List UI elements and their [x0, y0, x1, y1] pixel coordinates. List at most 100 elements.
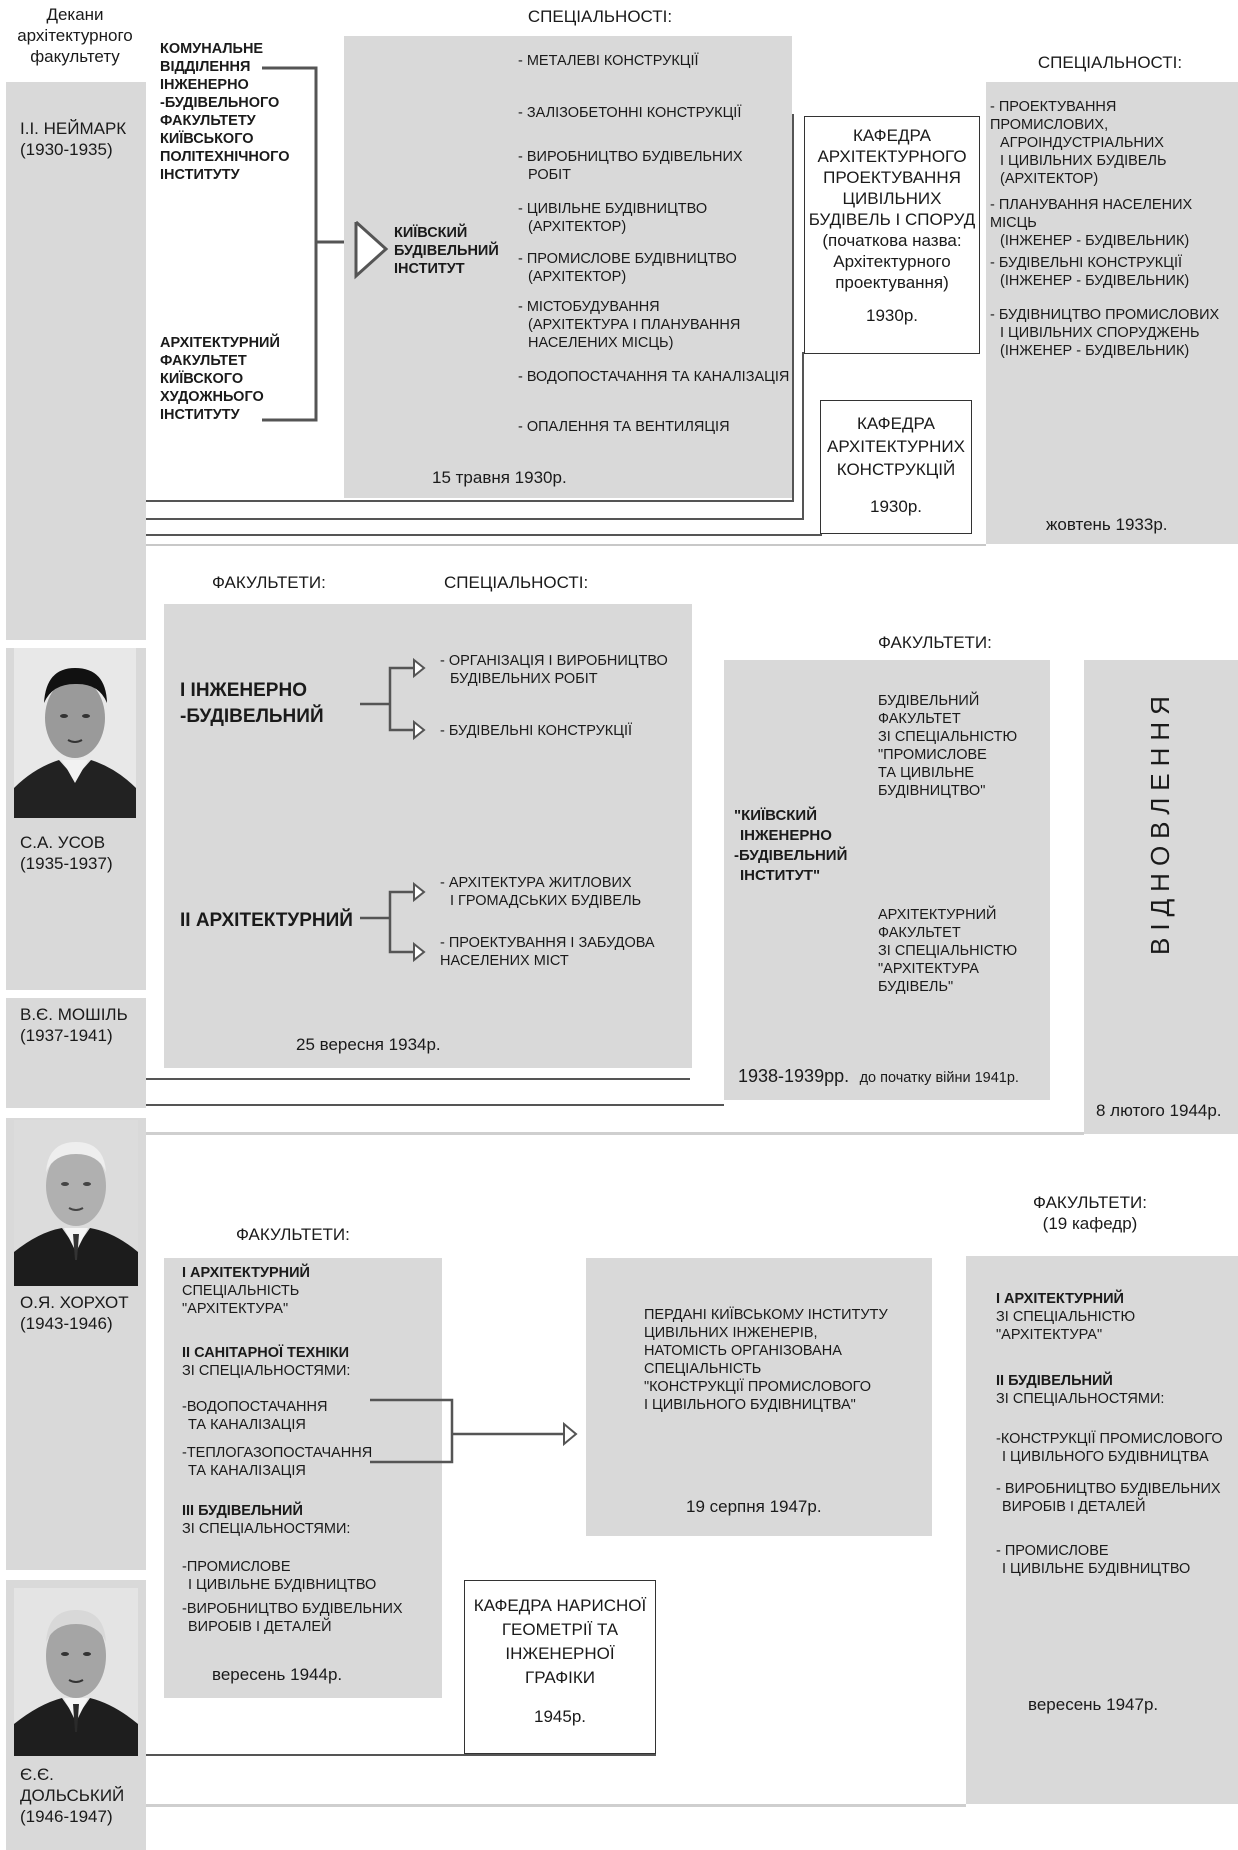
transfer-text: ПЕРДАНІ КИЇВСЬКОМУ ІНСТИТУТУ ЦИВІЛЬНИХ І… — [644, 1306, 924, 1414]
portrait-usov — [14, 648, 136, 818]
specialty-line: І ЦИВІЛЬНИХ БУДІВЕЛЬ — [1000, 153, 1167, 169]
faculty-line: ТА ЦИВІЛЬНЕ — [878, 765, 975, 781]
section-divider — [146, 1132, 1084, 1135]
faculty-line: "АРХІТЕКТУРА" — [182, 1301, 289, 1317]
kafedra-line: БУДІВЕЛЬ І СПОРУД — [808, 210, 976, 229]
specialties-title-1933: СПЕЦІАЛЬНОСТІ: — [1037, 53, 1183, 72]
specialty-line: І ГРОМАДСЬКИХ БУДІВЕЛЬ — [450, 893, 642, 909]
faculty-line: БУДІВЕЛЬНИЙ — [878, 693, 980, 709]
dean-name: Є.Є. — [20, 1765, 54, 1784]
section-divider — [146, 544, 986, 546]
specialty-line: (АРХІТЕКТОР) — [528, 219, 627, 235]
timeline-line — [146, 1104, 724, 1106]
dean-panel-1 — [6, 82, 146, 640]
faculty-line: ВИРОБІВ І ДЕТАЛЕЙ — [1002, 1499, 1146, 1515]
kafedra-line: КАФЕДРА НАРИСНОЇ — [473, 1596, 647, 1615]
timeline-line — [146, 1078, 690, 1080]
faculty-block: -ВИРОБНИЦТВО БУДІВЕЛЬНИХ ВИРОБІВ І ДЕТАЛ… — [182, 1600, 442, 1636]
dean-name-moshil: В.Є. МОШІЛЬ (1937-1941) — [20, 1004, 128, 1046]
kafedra-line: ГЕОМЕТРІЇ ТА — [501, 1620, 619, 1639]
faculty-line: ЗІ СПЕЦІАЛЬНІСТЮ — [996, 1309, 1136, 1325]
specialty-line: (ІНЖЕНЕР - БУДІВЕЛЬНИК) — [1000, 233, 1190, 249]
specialty-line: БУДІВЕЛЬНИХ РОБІТ — [450, 671, 598, 687]
dean-name-khorkhot: О.Я. ХОРХОТ (1943-1946) — [20, 1292, 129, 1334]
faculty-line: -ВИРОБНИЦТВО БУДІВЕЛЬНИХ — [182, 1601, 403, 1617]
faculty-line: ЗІ СПЕЦІАЛЬНІСТЮ — [878, 943, 1018, 959]
transfer-line: СПЕЦІАЛЬНІСТЬ — [644, 1361, 762, 1377]
faculties-title-1934: ФАКУЛЬТЕТИ: — [212, 573, 326, 592]
dean-name: В.Є. МОШІЛЬ — [20, 1005, 128, 1024]
dean-name: ДОЛЬСЬКИЙ — [20, 1786, 125, 1805]
faculty-name: І АРХІТЕКТУРНИЙ — [182, 1265, 310, 1281]
specialty-item: - БУДІВЕЛЬНІ КОНСТРУКЦІЇ (ІНЖЕНЕР - БУДІ… — [990, 254, 1238, 306]
faculty-line: І ІНЖЕНЕРНО — [180, 680, 307, 701]
institute-line: -БУДІВЕЛЬНИЙ — [734, 847, 848, 864]
deans-header-line: факультету — [30, 47, 120, 66]
arch-faculty-1938: АРХІТЕКТУРНИЙ ФАКУЛЬТЕТ ЗІ СПЕЦІАЛЬНІСТЮ… — [878, 906, 1017, 996]
dean-name-usov: С.А. УСОВ (1935-1937) — [20, 832, 113, 874]
origin-line: КИЇВСЬКОГО — [160, 131, 254, 147]
faculty-line: ТА КАНАЛІЗАЦІЯ — [188, 1417, 306, 1433]
kafedra-line: ГРАФІКИ — [525, 1668, 595, 1687]
faculty-line: АРХІТЕКТУРНИЙ — [878, 907, 997, 923]
kafedra-date: 1930р. — [866, 306, 918, 325]
faculty-line: "АРХІТЕКТУРА — [878, 961, 979, 977]
faculties-panel-1934 — [164, 604, 692, 1068]
specialty-line: НАСЕЛЕНИХ МІСЦЬ) — [528, 335, 674, 351]
date-1947-aug: 19 серпня 1947р. — [686, 1497, 822, 1516]
kafedra-line: Архітектурного — [833, 252, 951, 271]
specialty-line: - ЗАЛІЗОБЕТОННІ КОНСТРУКЦІЇ — [518, 105, 742, 121]
faculty-block: ІІ БУДІВЕЛЬНИЙ ЗІ СПЕЦІАЛЬНОСТЯМИ: — [996, 1372, 1236, 1430]
transfer-line: І ЦИВІЛЬНОГО БУДІВНИЦТВА" — [644, 1397, 856, 1413]
faculties-title-1944: ФАКУЛЬТЕТИ: — [236, 1225, 350, 1244]
faculty-line: ТА КАНАЛІЗАЦІЯ — [188, 1463, 306, 1479]
faculties-panel-1944 — [164, 1258, 442, 1698]
kiev-institute-1938: "КИЇВСКИЙ ІНЖЕНЕРНО -БУДІВЕЛЬНИЙ ІНСТИТУ… — [734, 806, 847, 886]
transfer-line: ПЕРДАНІ КИЇВСЬКОМУ ІНСТИТУТУ — [644, 1307, 888, 1323]
faculty-name: ІІІ БУДІВЕЛЬНИЙ — [182, 1503, 303, 1519]
faculty-name: І АРХІТЕКТУРНИЙ — [996, 1291, 1124, 1307]
specialty-line: - ВИРОБНИЦТВО БУДІВЕЛЬНИХ — [518, 149, 743, 165]
institute-line: КИЇВСКИЙ — [394, 225, 468, 241]
timeline-line — [146, 518, 804, 520]
origin-2: АРХІТЕКТУРНИЙ ФАКУЛЬТЕТ КИЇВСКОГО ХУДОЖН… — [160, 334, 320, 424]
institute-line: ІНСТИТУТ" — [740, 867, 821, 884]
specialty-item: - ЦИВІЛЬНЕ БУДІВНИЦТВО (АРХІТЕКТОР) — [518, 200, 798, 250]
faculties-panel-1947 — [966, 1256, 1238, 1804]
specialties-title-1930: СПЕЦІАЛЬНОСТІ: — [527, 7, 673, 26]
specialties-list-1930: - МЕТАЛЕВІ КОНСТРУКЦІЇ - ЗАЛІЗОБЕТОННІ К… — [518, 52, 798, 448]
specialty-line: - ВОДОПОСТАЧАННЯ ТА КАНАЛІЗАЦІЯ — [518, 369, 790, 385]
date-note: до початку війни 1941р. — [859, 1070, 1019, 1086]
timeline-line — [146, 500, 794, 502]
institute-line: "КИЇВСКИЙ — [734, 807, 817, 824]
faculty-line: -КОНСТРУКЦІЇ ПРОМИСЛОВОГО — [996, 1431, 1223, 1447]
specialties-list-1933: - ПРОЕКТУВАННЯ ПРОМИСЛОВИХ, АГРОІНДУСТРІ… — [990, 98, 1238, 360]
dean-name: І.І. НЕЙМАРК — [20, 119, 127, 138]
portrait-dolsky — [14, 1588, 138, 1756]
faculty-block: ІІ САНІТАРНОЇ ТЕХНІКИ ЗІ СПЕЦІАЛЬНОСТЯМИ… — [182, 1344, 442, 1398]
specialty-item: - ПРОМИСЛОВЕ БУДІВНИЦТВО (АРХІТЕКТОР) — [518, 250, 798, 298]
faculty-line: ФАКУЛЬТЕТ — [878, 711, 961, 727]
spec-constructions: - БУДІВЕЛЬНІ КОНСТРУКЦІЇ — [440, 722, 632, 740]
faculty-line: ЗІ СПЕЦІАЛЬНОСТЯМИ: — [182, 1363, 351, 1379]
timeline-line — [146, 534, 822, 536]
origin-line: КОМУНАЛЬНЕ — [160, 41, 264, 57]
faculty-line: ЗІ СПЕЦІАЛЬНОСТЯМИ: — [182, 1521, 351, 1537]
date-1933: жовтень 1933р. — [1046, 515, 1168, 534]
faculty-block: -ПРОМИСЛОВЕ І ЦИВІЛЬНЕ БУДІВНИЦТВО — [182, 1558, 442, 1600]
origin-line: КИЇВСКОГО — [160, 371, 244, 387]
timeline-line — [792, 114, 794, 502]
faculty-line: -ВОДОПОСТАЧАННЯ — [182, 1399, 328, 1415]
institute-line: БУДІВЕЛЬНИЙ — [394, 243, 499, 259]
faculty-line: - ПРОМИСЛОВЕ — [996, 1543, 1109, 1559]
date-1938: 1938-1939рр. до початку війни 1941р. — [738, 1066, 1019, 1087]
date-1930: 15 травня 1930р. — [432, 468, 567, 487]
faculty-line: - ВИРОБНИЦТВО БУДІВЕЛЬНИХ — [996, 1481, 1221, 1497]
kafedra-line: (початкова назва: — [822, 231, 962, 250]
specialty-line: - БУДІВЕЛЬНІ КОНСТРУКЦІЇ — [440, 723, 633, 739]
deans-header-line: архітектурного — [17, 26, 133, 45]
specialty-item: - БУДІВНИЦТВО ПРОМИСЛОВИХ І ЦИВІЛЬНИХ СП… — [990, 306, 1238, 360]
institute-line: ІНСТИТУТ — [394, 261, 465, 277]
specialties-panel-1930 — [344, 36, 792, 498]
kafedra-date: 1930р. — [870, 497, 922, 516]
